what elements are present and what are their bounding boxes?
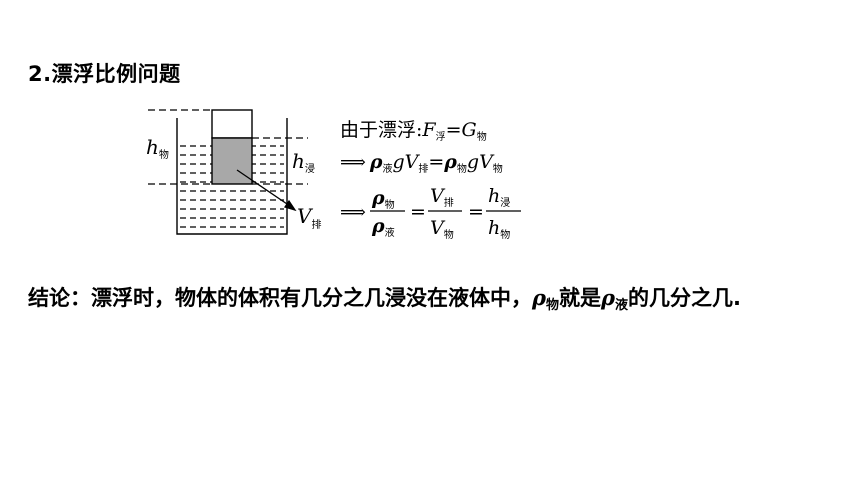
svg-text:=: = (410, 201, 426, 223)
rho-liquid: ρ (600, 285, 615, 310)
fraction-1-numerator: ρ物 (371, 187, 395, 211)
reference-lines (148, 109, 308, 185)
equation-line-3: ⟹ ρ物 ρ液 = V排 V物 = h浸 h物 (340, 185, 521, 241)
fraction-1-denominator: ρ液 (371, 215, 395, 239)
label-v-displaced: V排 (297, 204, 321, 231)
fraction-2-numerator: V排 (430, 185, 454, 209)
conclusion-text-2: 就是 (558, 286, 601, 310)
section-heading: 2.漂浮比例问题 (28, 62, 181, 86)
fraction-3-denominator: h物 (488, 217, 510, 241)
rho-object: ρ (532, 285, 546, 310)
conclusion-paragraph: 结论：漂浮时，物体的体积有几分之几浸没在液体中，ρ物就是ρ液的几分之几. (28, 278, 828, 326)
svg-text:⟹: ⟹ (340, 202, 366, 223)
rho-liquid-sub: 液 (614, 298, 628, 313)
equation-line-1: 由于漂浮:F浮=G物 (340, 119, 487, 143)
conclusion-text-1: 结论：漂浮时，物体的体积有几分之几浸没在液体中， (28, 286, 532, 310)
label-h-submerged: h浸 (292, 149, 315, 175)
label-h-object: h物 (146, 135, 169, 161)
rho-object-sub: 物 (545, 298, 559, 313)
floating-block-top (211, 109, 253, 139)
floating-block-submerged (211, 137, 253, 185)
container (176, 118, 288, 235)
fraction-2-denominator: V物 (430, 217, 454, 241)
svg-text:=: = (468, 201, 484, 223)
conclusion-text-3: 的几分之几. (627, 286, 741, 310)
fraction-3-numerator: h浸 (488, 185, 510, 209)
equation-line-2: ⟹ρ液gV排=ρ物gV物 (340, 151, 503, 175)
v-arrow (236, 169, 297, 212)
buoyancy-diagram: h物 h浸 V排 由于漂浮:F浮=G物 ⟹ρ液gV排=ρ物gV物 ⟹ ρ物 ρ液… (146, 109, 521, 241)
